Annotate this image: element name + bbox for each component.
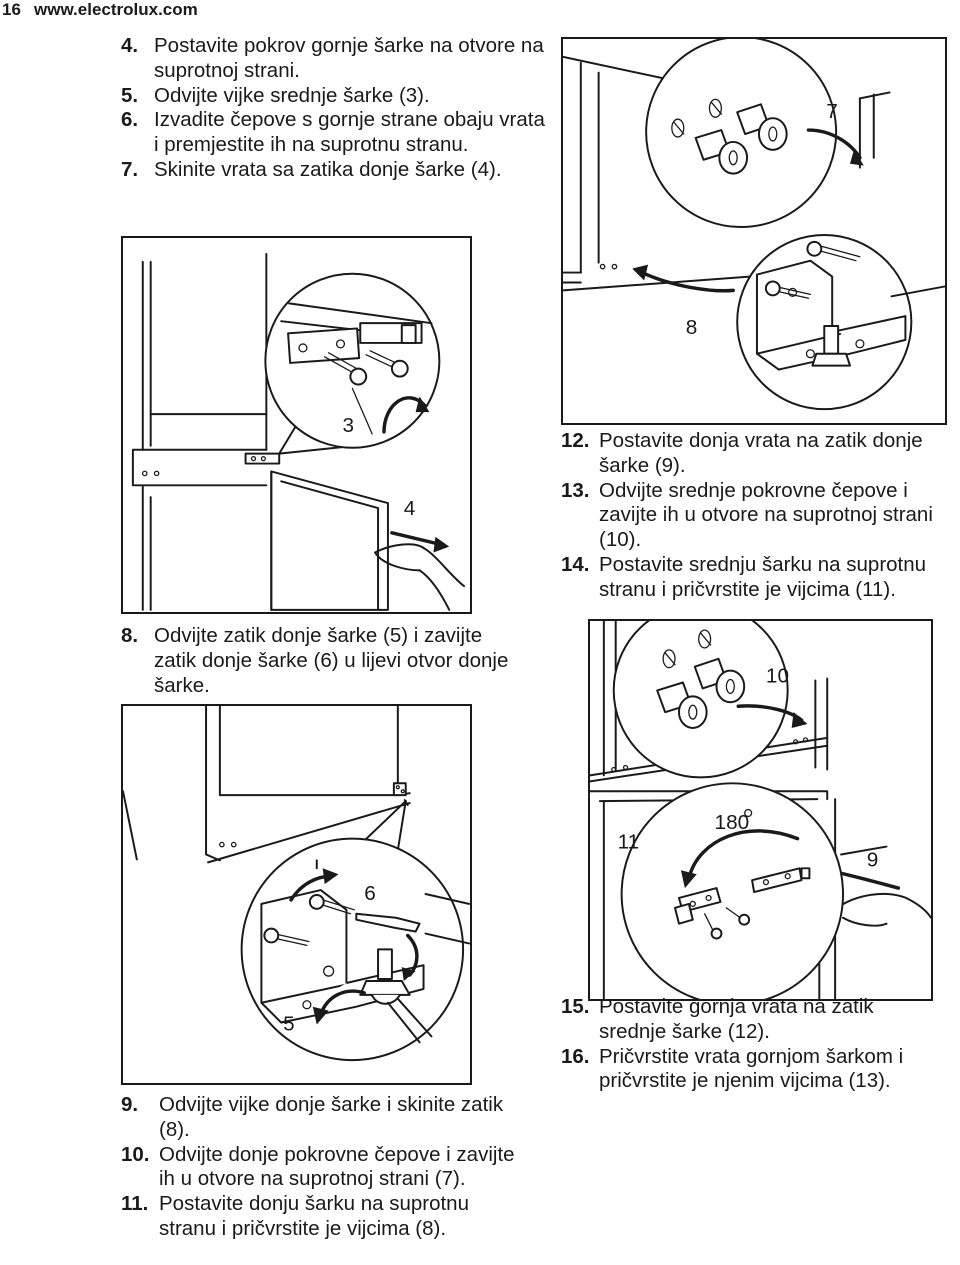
step-number: 12. xyxy=(561,429,590,452)
plugs-hinge-illustration: 7 8 xyxy=(563,39,945,411)
step-text: Postavite donju šarku na suprotnu stranu… xyxy=(159,1192,469,1240)
step-item: 9. Odvijte vijke donje šarke i skinite za… xyxy=(121,1093,531,1143)
figure-door-removal: 4 3 xyxy=(121,236,472,614)
step-number: 14. xyxy=(561,552,590,576)
steps-list-c: 9. Odvijte vijke donje šarke i skinite za… xyxy=(121,1093,531,1242)
label-5: 5 xyxy=(283,1012,295,1035)
step-item: 14. Postavite srednju šarku na suprotnu s… xyxy=(561,553,960,603)
step-text: Skinite vrata sa zatika donje šarke (4). xyxy=(154,157,502,181)
label-8: 8 xyxy=(686,316,698,339)
step-number: 13. xyxy=(561,478,590,502)
step-text: Postavite srednju šarku na suprotnu stra… xyxy=(599,552,927,601)
step-text: Izvadite čepove s gornje strane obaju vr… xyxy=(154,108,545,157)
website-link[interactable]: www.electrolux.com xyxy=(34,0,198,19)
steps-list-e: 15. Postavite gornja vrata na zatik sredn… xyxy=(561,995,941,1094)
step-item: 10. Odvijte donje pokrovne čepove i zavij… xyxy=(121,1143,531,1193)
bottom-hinge-illustration: 6 5 xyxy=(123,706,470,1062)
step-number: 6. xyxy=(121,108,139,132)
label-10: 10 xyxy=(766,664,789,687)
step-text: Odvijte zatik donje šarke (5) i zavijte … xyxy=(154,624,509,697)
door-removal-illustration: 4 3 xyxy=(131,252,466,611)
label-4: 4 xyxy=(404,497,416,520)
step-item: 5. Odvijte vijke srednje šarke (3). xyxy=(121,84,551,109)
step-item: 7. Skinite vrata sa zatika donje šarke (4… xyxy=(121,158,551,183)
steps-list-b: 8. Odvijte zatik donje šarke (5) i zavijt… xyxy=(121,624,521,698)
step-number: 15. xyxy=(561,995,590,1018)
step-number: 9. xyxy=(121,1093,139,1116)
figure-bottom-hinge: 6 5 xyxy=(121,704,472,1085)
step-number: 16. xyxy=(561,1044,590,1068)
step-text: Odvijte donje pokrovne čepove i zavijte … xyxy=(159,1142,515,1191)
step-number: 7. xyxy=(121,157,139,181)
step-text: Odvijte vijke donje šarke i skinite zati… xyxy=(159,1093,504,1141)
label-6: 6 xyxy=(364,882,376,905)
step-item: 12. Postavite donja vrata na zatik donje … xyxy=(561,429,960,479)
label-9: 9 xyxy=(867,848,879,871)
step-item: 15. Postavite gornja vrata na zatik sredn… xyxy=(561,995,941,1045)
step-number: 5. xyxy=(121,83,139,107)
label-3: 3 xyxy=(342,414,354,437)
step-text: Postavite donja vrata na zatik donje šar… xyxy=(599,429,923,477)
step-item: 13. Odvijte srednje pokrovne čepove i zav… xyxy=(561,479,960,553)
step-item: 16. Pričvrstite vrata gornjom šarkom i pr… xyxy=(561,1045,941,1095)
step-text: Postavite pokrov gornje šarke na otvore … xyxy=(154,34,544,82)
figure-plugs-hinge: 7 8 xyxy=(561,37,947,425)
step-number: 4. xyxy=(121,34,139,57)
page-number: 16 xyxy=(2,0,21,19)
step-text: Postavite gornja vrata na zatik srednje … xyxy=(599,995,874,1043)
label-7: 7 xyxy=(826,100,838,123)
steps-list-a: 4. Postavite pokrov gornje šarke na otvor… xyxy=(121,34,551,183)
step-text: Pričvrstite vrata gornjom šarkom i pričv… xyxy=(599,1044,904,1093)
label-180: 180 xyxy=(715,811,750,834)
figure-middle-hinge: 9 10 180 11 xyxy=(588,619,933,1001)
step-number: 8. xyxy=(121,624,139,647)
middle-hinge-illustration: 9 10 180 11 xyxy=(590,621,931,999)
step-text: Odvijte vijke srednje šarke (3). xyxy=(154,83,430,107)
step-item: 4. Postavite pokrov gornje šarke na otvor… xyxy=(121,34,551,84)
step-number: 10. xyxy=(121,1142,150,1166)
step-item: 11. Postavite donju šarku na suprotnu str… xyxy=(121,1192,531,1242)
step-item: 6. Izvadite čepove s gornje strane obaju … xyxy=(121,108,551,158)
step-text: Odvijte srednje pokrovne čepove i zavijt… xyxy=(599,478,933,552)
step-item: 8. Odvijte zatik donje šarke (5) i zavijt… xyxy=(121,624,521,698)
label-11: 11 xyxy=(618,831,640,854)
steps-list-d: 12. Postavite donja vrata na zatik donje … xyxy=(561,429,960,603)
step-number: 11. xyxy=(121,1192,149,1216)
